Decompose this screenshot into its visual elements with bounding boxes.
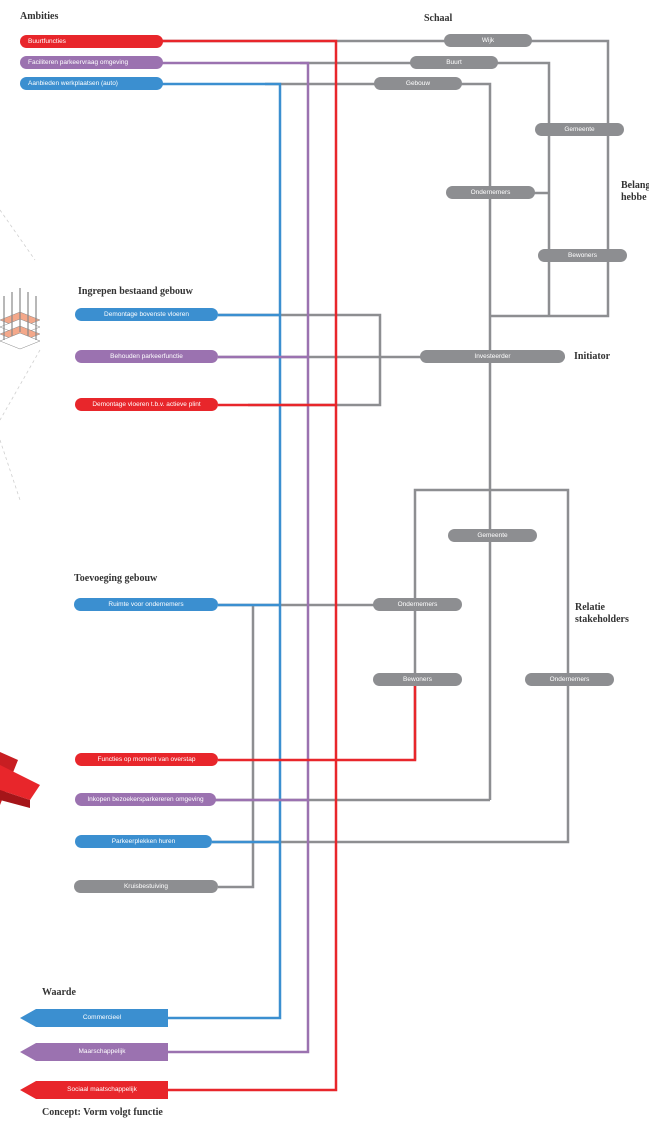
pill-demontage-plint: Demontage vloeren t.b.v. actieve plint [75, 398, 218, 411]
building-illustration [0, 288, 41, 350]
pill-aanbieden-werkplaatsen: Aanbieden werkplaatsen (auto) [20, 77, 163, 90]
arrow-commercieel: Commercieel [20, 1009, 168, 1027]
pill-belang-bewoners: Bewoners [538, 249, 627, 262]
hexagon-outline [0, 209, 41, 501]
pill-faciliteren-parkeervraag: Faciliteren parkeervraag omgeving [20, 56, 163, 69]
pill-behouden-parkeerfunctie: Behouden parkeerfunctie [75, 350, 218, 363]
arrow-commercieel-label: Commercieel [82, 1014, 122, 1021]
pill-buurtfuncties: Buurtfuncties [20, 35, 163, 48]
pill-relatie-gemeente: Gemeente [448, 529, 537, 542]
red-connectors [160, 39, 417, 1092]
heading-initiator: Initiator [574, 351, 611, 362]
pill-demontage-bovenste: Demontage bovenste vloeren [75, 308, 218, 321]
pill-relatie-ondernemers-2: Ondernemers [525, 673, 614, 686]
blue-connectors [160, 82, 282, 1020]
pill-kruisbestuiving: Kruisbestuiving [74, 880, 218, 893]
heading-ambities: Ambities [20, 11, 59, 22]
pill-relatie-ondernemers: Ondernemers [373, 598, 462, 611]
heading-waarde: Waarde [42, 987, 76, 998]
pill-functies-overstap: Functies op moment van overstap [75, 753, 218, 766]
red-block-illustration [0, 752, 40, 808]
arrow-sociaal-maatschappelijk: Sociaal maatschappelijk [20, 1081, 168, 1099]
arrow-maarschappelijk: Maarschappelijk [20, 1043, 168, 1061]
heading-schaal: Schaal [424, 13, 453, 24]
pill-buurt: Buurt [410, 56, 498, 69]
heading-concept: Concept: Vorm volgt functie [42, 1107, 163, 1118]
pill-investeerder: Investeerder [420, 350, 565, 363]
heading-toevoeging: Toevoeging gebouw [74, 573, 158, 584]
heading-belanghebbenden-2: hebbe [621, 192, 647, 203]
pill-gebouw: Gebouw [374, 77, 462, 90]
pill-inkopen-bezoekersparkeren: Inkopen bezoekersparkereren omgeving [75, 793, 216, 806]
pill-ruimte-ondernemers: Ruimte voor ondernemers [74, 598, 218, 611]
heading-relatie-2: stakeholders [575, 614, 629, 625]
arrow-maarschappelijk-label: Maarschappelijk [78, 1048, 126, 1055]
heading-relatie-1: Relatie [575, 602, 605, 613]
pill-parkeerplekken-huren: Parkeerplekken huren [75, 835, 212, 848]
heading-belanghebbenden-1: Belang [621, 180, 649, 191]
pill-relatie-bewoners: Bewoners [373, 673, 462, 686]
pill-belang-ondernemers: Ondernemers [446, 186, 535, 199]
pill-belang-gemeente: Gemeente [535, 123, 624, 136]
arrow-sociaal-label: Sociaal maatschappelijk [67, 1086, 137, 1093]
purple-connectors [160, 61, 310, 1054]
heading-ingrepen: Ingrepen bestaand gebouw [78, 286, 193, 297]
pill-wijk: Wijk [444, 34, 532, 47]
